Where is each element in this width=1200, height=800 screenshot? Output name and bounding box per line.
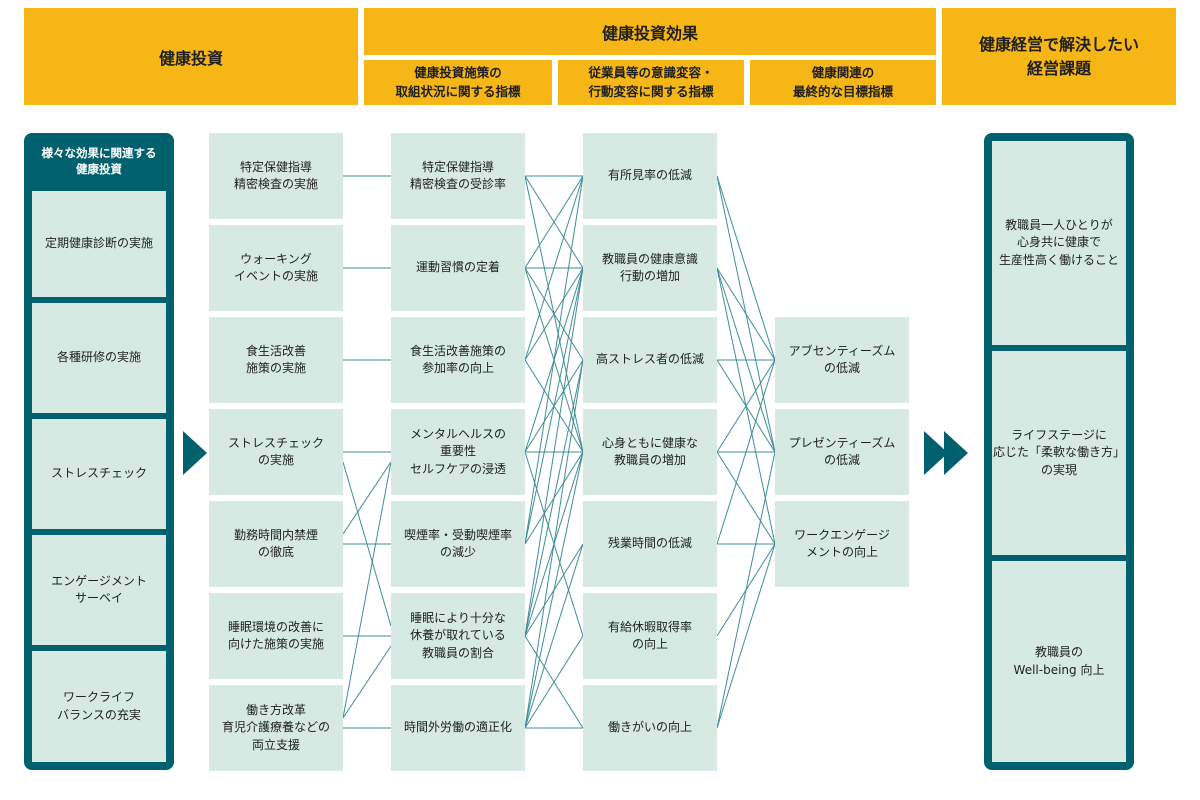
final-indicator-item: プレゼンティーズム の低減 xyxy=(775,409,909,495)
left-panel-item: 定期健康診断の実施 xyxy=(32,191,166,297)
measure-item: 睡眠環境の改善に 向けた施策の実施 xyxy=(209,593,343,679)
final-indicator-item: アブセンティーズム の低減 xyxy=(775,317,909,403)
connector-line xyxy=(342,461,392,627)
connector-line xyxy=(716,359,776,453)
measure-item: ストレスチェック の実施 xyxy=(209,409,343,495)
measure-item: 働き方改革 育児介護療養などの 両立支援 xyxy=(209,685,343,771)
header-effects-sub-2-label: 従業員等の意識変容・ 行動変容に関する指標 xyxy=(588,65,714,99)
header-effects-label: 健康投資効果 xyxy=(601,23,698,43)
header-effects-sub-1-label: 健康投資施策の 取組状況に関する指標 xyxy=(395,65,521,99)
connector-line xyxy=(524,359,584,729)
connector-line xyxy=(524,451,584,729)
connector-line xyxy=(524,267,584,545)
connector-line xyxy=(524,543,584,729)
issue-item: 教職員一人ひとりが 心身共に健康で 生産性高く働けること xyxy=(992,141,1126,345)
header-issues: 健康経営で解決したい 経営課題 xyxy=(942,8,1176,105)
header-issues-label: 健康経営で解決したい 経営課題 xyxy=(978,34,1139,78)
connector-line xyxy=(716,451,776,545)
connector-line xyxy=(716,267,776,361)
header-effects-sub-3-label: 健康関連の 最終的な目標指標 xyxy=(792,65,893,99)
right-panel: 教職員一人ひとりが 心身共に健康で 生産性高く働けること ライフステージに 応じ… xyxy=(984,133,1134,770)
connector-line xyxy=(716,175,776,361)
status-indicator-item: メンタルヘルスの 重要性 セルフケアの浸透 xyxy=(391,409,525,495)
final-indicator-item: ワークエンゲージ メントの向上 xyxy=(775,501,909,587)
status-indicator-item: 特定保健指導 精密検査の受診率 xyxy=(391,133,525,219)
header-effects-sub-2: 従業員等の意識変容・ 行動変容に関する指標 xyxy=(558,60,744,105)
triangle-arrow-icon xyxy=(183,431,207,475)
measure-item: 特定保健指導 精密検査の実施 xyxy=(209,133,343,219)
connector-line xyxy=(524,267,584,637)
connector-line xyxy=(524,635,584,729)
measure-item: 勤務時間内禁煙 の徹底 xyxy=(209,501,343,587)
issue-item: 教職員の Well-being 向上 xyxy=(992,561,1126,762)
measure-item: 食生活改善 施策の実施 xyxy=(209,317,343,403)
measure-item: ウォーキング イベントの実施 xyxy=(209,225,343,311)
header-effects-sub-3: 健康関連の 最終的な目標指標 xyxy=(750,60,936,105)
connector-line xyxy=(342,461,392,535)
connector-line xyxy=(716,543,776,729)
connector-line xyxy=(716,451,776,729)
left-panel: 様々な効果に関連する 健康投資 定期健康診断の実施 各種研修の実施 ストレスチェ… xyxy=(24,133,174,770)
behavior-indicator-item: 心身ともに健康な 教職員の増加 xyxy=(583,409,717,495)
behavior-indicator-item: 高ストレス者の低減 xyxy=(583,317,717,403)
header-effects-sub-1: 健康投資施策の 取組状況に関する指標 xyxy=(364,60,552,105)
issue-item: ライフステージに 応じた「柔軟な働き方」 の実現 xyxy=(992,351,1126,555)
header-investment-label: 健康投資 xyxy=(158,48,223,68)
left-panel-item: エンゲージメント サーベイ xyxy=(32,535,166,645)
behavior-indicator-item: 有所見率の低減 xyxy=(583,133,717,219)
left-panel-item: ストレスチェック xyxy=(32,419,166,529)
left-panel-item: 各種研修の実施 xyxy=(32,303,166,413)
connector-line xyxy=(342,645,392,719)
header-effects: 健康投資効果 xyxy=(364,8,936,55)
double-triangle-arrow-icon xyxy=(924,431,972,475)
connector-line xyxy=(524,175,584,545)
left-panel-title: 様々な効果に関連する 健康投資 xyxy=(41,145,157,176)
left-panel-item: ワークライフ バランスの充実 xyxy=(32,651,166,762)
behavior-indicator-item: 働きがいの向上 xyxy=(583,685,717,771)
connector-line xyxy=(524,267,584,361)
connector-line xyxy=(524,359,584,637)
connector-line xyxy=(524,175,584,269)
connector-line xyxy=(342,461,392,719)
status-indicator-item: 時間外労働の適正化 xyxy=(391,685,525,771)
behavior-indicator-item: 残業時間の低減 xyxy=(583,501,717,587)
behavior-indicator-item: 有給休暇取得率 の向上 xyxy=(583,593,717,679)
status-indicator-item: 喫煙率・受動喫煙率 の減少 xyxy=(391,501,525,587)
status-indicator-item: 運動習慣の定着 xyxy=(391,225,525,311)
status-indicator-item: 食生活改善施策の 参加率の向上 xyxy=(391,317,525,403)
connector-line xyxy=(716,359,776,545)
header-investment: 健康投資 xyxy=(24,8,358,105)
behavior-indicator-item: 教職員の健康意識 行動の増加 xyxy=(583,225,717,311)
connector-line xyxy=(524,175,584,361)
status-indicator-item: 睡眠により十分な 休養が取れている 教職員の割合 xyxy=(391,593,525,679)
